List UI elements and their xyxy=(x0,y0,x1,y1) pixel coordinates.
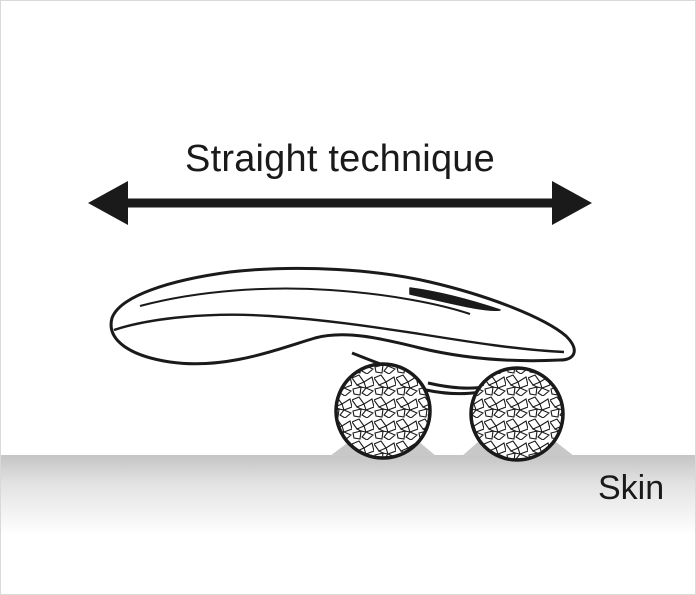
technique-title: Straight technique xyxy=(185,138,495,180)
skin-label: Skin xyxy=(598,469,665,507)
double-arrow-icon xyxy=(88,181,592,225)
skin-surface xyxy=(1,441,695,535)
facial-roller-device-icon xyxy=(109,266,576,462)
